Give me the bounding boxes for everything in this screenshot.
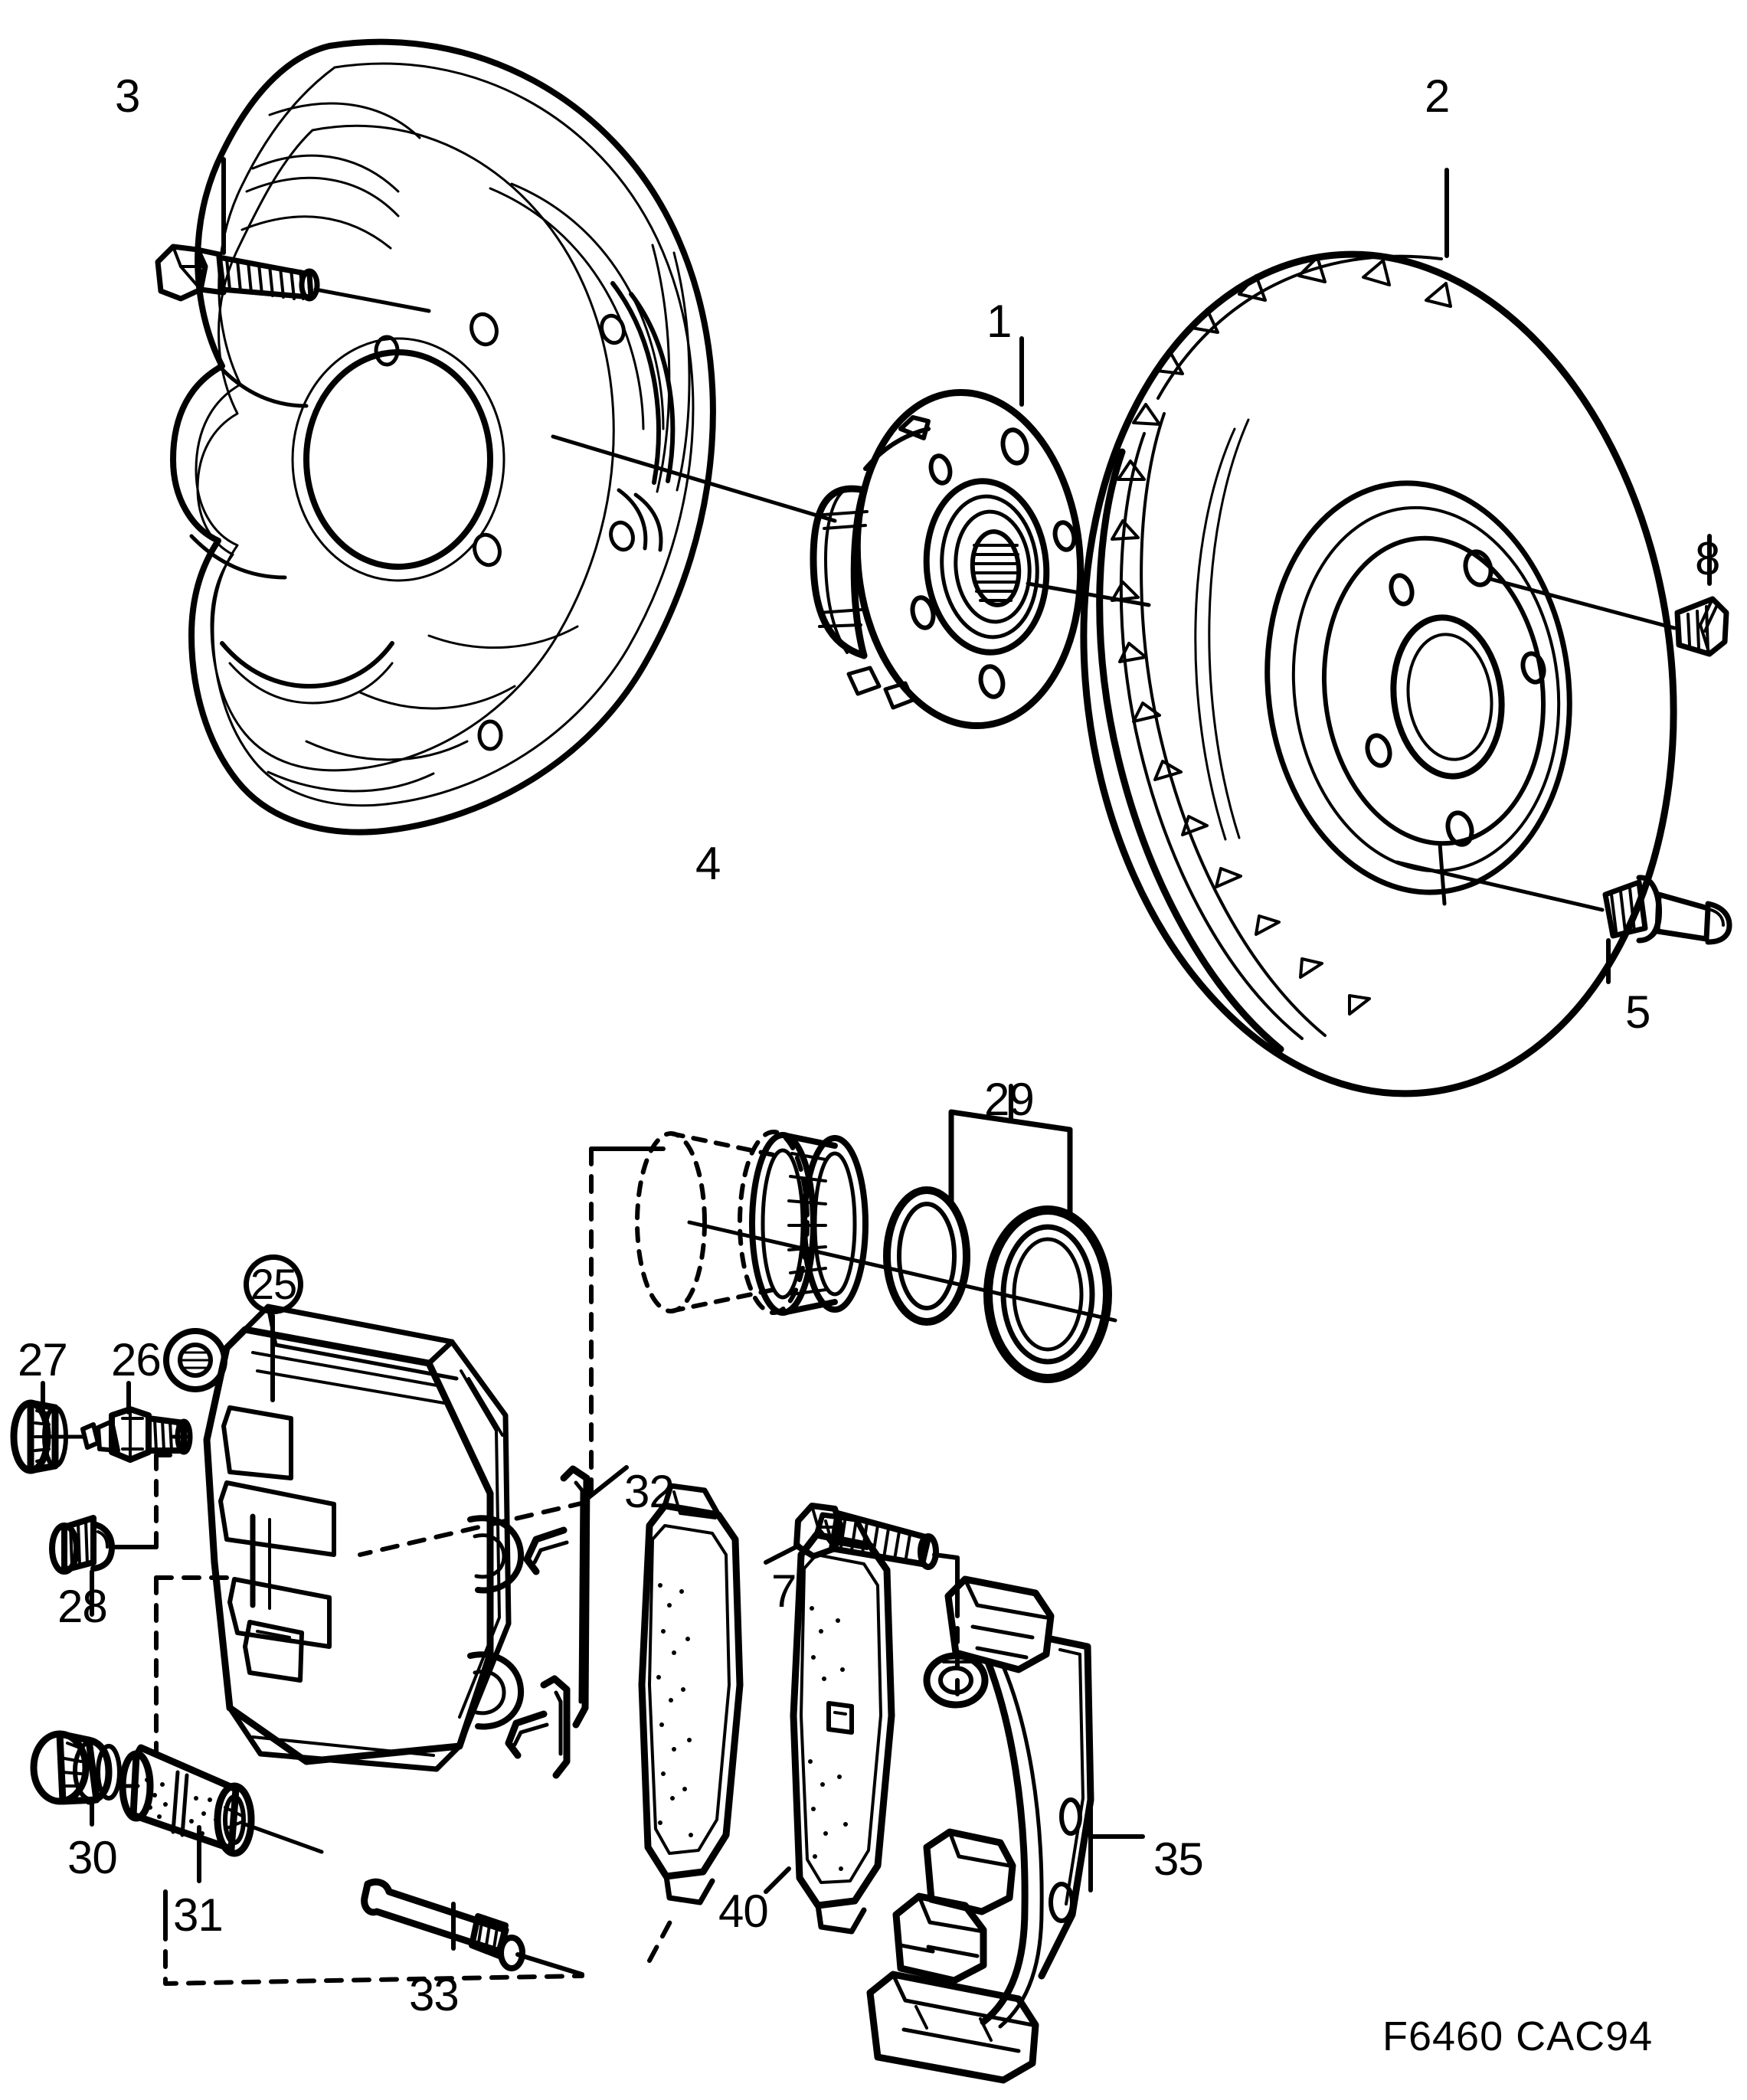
leader-32 xyxy=(580,1465,629,1505)
bleed-nipple-part-26 xyxy=(80,1406,193,1463)
caliper-guide-bolt-part-33 xyxy=(361,1878,584,1977)
leader-7 xyxy=(764,1543,801,1565)
splash-shield-bolt-part-3 xyxy=(155,244,320,302)
wheel-hub-part-1 xyxy=(810,388,1085,730)
callout-31: 31 xyxy=(173,1889,224,1941)
callout-29: 29 xyxy=(984,1074,1035,1125)
piston-seal-inner xyxy=(883,1186,970,1326)
guide-pin-sleeve-part-31 xyxy=(119,1744,255,1857)
callout-26: 26 xyxy=(111,1334,162,1385)
callout-3: 3 xyxy=(115,70,140,122)
callout-28: 28 xyxy=(57,1581,108,1632)
disc-retaining-screw-part-8 xyxy=(1674,596,1729,657)
caliper-piston xyxy=(635,1130,810,1315)
callout-32: 32 xyxy=(624,1466,675,1517)
piston-collar xyxy=(749,1132,869,1316)
caliper-housing-part-25 xyxy=(163,1304,525,1772)
callout-1: 1 xyxy=(986,296,1012,347)
brake-pad-outer xyxy=(638,1483,744,1905)
drawing-reference-code: F6460 CAC94 xyxy=(1382,2013,1654,2059)
brake-pad-inner xyxy=(790,1512,895,1935)
guide-pin-part-5 xyxy=(1602,875,1732,945)
callout-2: 2 xyxy=(1425,70,1450,122)
leader-40 xyxy=(764,1866,791,1894)
callout-30: 30 xyxy=(67,1832,118,1883)
hose-banjo-bolt-part-28 xyxy=(49,1515,115,1575)
callout-4: 4 xyxy=(695,838,721,889)
guide-pin-boot-part-30 xyxy=(30,1730,122,1805)
pad-retaining-spring-part-32 xyxy=(505,1465,591,1779)
callout-7: 7 xyxy=(771,1565,797,1617)
callout-40: 40 xyxy=(718,1886,769,1937)
brake-disc-part-2 xyxy=(1080,250,1677,1097)
callout-5: 5 xyxy=(1625,986,1650,1038)
callout-27: 27 xyxy=(18,1334,68,1385)
callout-33: 33 xyxy=(409,1969,460,2020)
callout-35: 35 xyxy=(1153,1833,1204,1885)
callout-8: 8 xyxy=(1695,533,1720,584)
callout-25: 25 xyxy=(244,1254,303,1314)
splash-shield-part-4 xyxy=(170,38,716,836)
caliper-carrier-bracket-part-35 xyxy=(866,1575,1094,2084)
